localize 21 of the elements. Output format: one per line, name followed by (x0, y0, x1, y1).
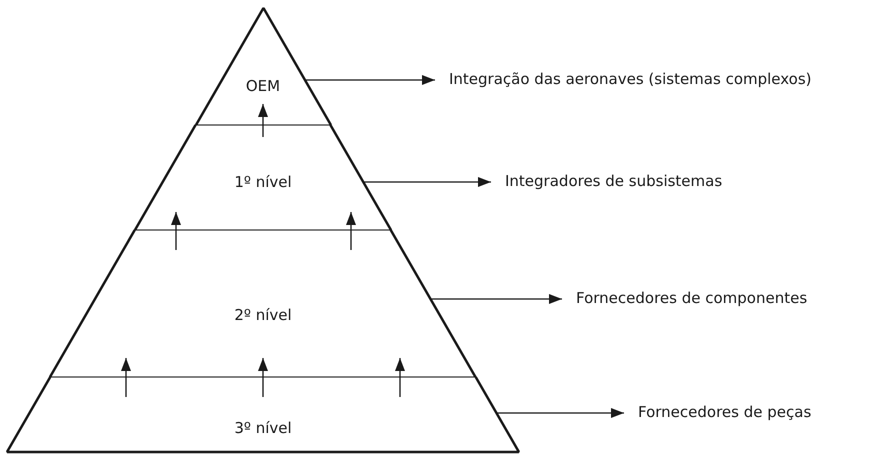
arrow (258, 358, 268, 397)
arrow (304, 75, 435, 85)
level-label: OEM (246, 77, 280, 95)
arrow (430, 294, 562, 304)
level-label: 2º nível (234, 306, 292, 324)
tier-description: Integradores de subsistemas (505, 171, 722, 191)
arrow (346, 212, 356, 250)
arrow (258, 104, 268, 137)
arrow (395, 358, 405, 397)
level-label: 1º nível (234, 173, 292, 191)
tier-description: Integração das aeronaves (sistemas complexos) (449, 69, 812, 89)
pyramid-level (196, 8, 330, 125)
arrow (171, 212, 181, 250)
arrow (363, 177, 491, 187)
pyramid-level (7, 377, 519, 452)
arrow (121, 358, 131, 397)
tier-description: Fornecedores de componentes (576, 288, 808, 308)
level-label: 3º nível (234, 419, 292, 437)
pyramid-level (135, 125, 391, 230)
arrow (496, 408, 624, 418)
tier-description: Fornecedores de peças (638, 402, 812, 422)
